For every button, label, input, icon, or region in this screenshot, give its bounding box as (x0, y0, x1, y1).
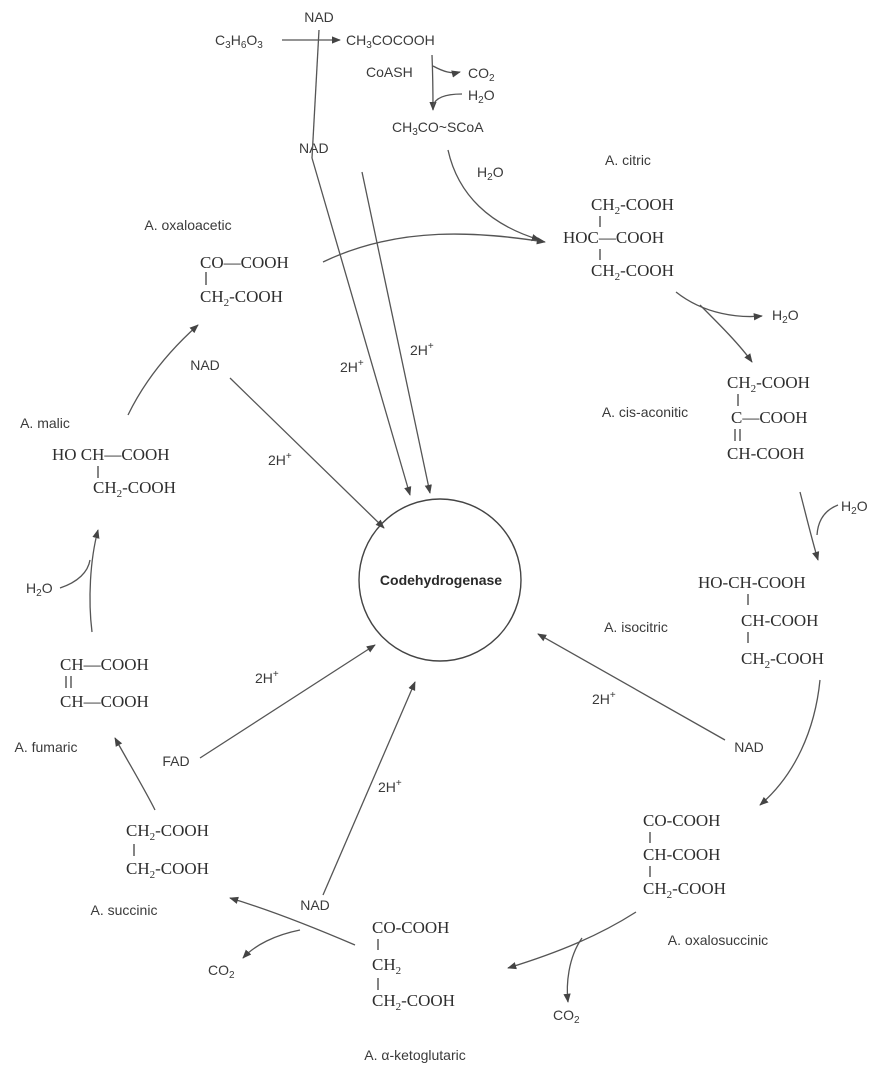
malic-h: 2H+ (268, 451, 292, 468)
ketoglutaric-l2: CH2 (372, 955, 401, 977)
pyruvate-formula: CH3COCOOH (346, 32, 435, 51)
succinic-l1: CH2-COOH (126, 821, 209, 843)
citric-to-aconitic-arrow (699, 304, 753, 363)
oxaloacetic-l1: CO—COOH (200, 253, 289, 272)
arrow-to-acetyl (429, 54, 437, 111)
nad-top-line (311, 29, 320, 159)
oxalosuccinic-to-ketoglutaric-arrow (507, 911, 637, 970)
isocitric-l3: CH2-COOH (741, 649, 824, 671)
nad-top-label: NAD (304, 9, 334, 25)
ketoglutaric-to-succinic-arrow (229, 896, 356, 946)
isocitric-nad: NAD (734, 739, 764, 755)
malic-nad: NAD (190, 357, 220, 373)
acetyl-coa-formula: CH3CO~SCoA (392, 119, 484, 138)
succinic-name: A. succinic (91, 902, 158, 918)
ketoglutaric-co2: CO2 (208, 962, 235, 981)
malic-l2: CH2-COOH (93, 478, 176, 500)
h2o-second: H2O (477, 164, 504, 183)
oxalosuccinic-co2-arrow (563, 937, 583, 1003)
nad-second-label: NAD (299, 140, 329, 156)
succinic-l2: CH2-COOH (126, 859, 209, 881)
fumaric-l2: CH—COOH (60, 692, 149, 711)
hydrogen-arrow-top (361, 171, 432, 494)
h-top-1: 2H+ (340, 358, 364, 375)
codehydrogenase-circle (358, 498, 522, 662)
aconitic-name: A. cis-aconitic (602, 404, 688, 420)
aconitic-l1: CH2-COOH (727, 373, 810, 395)
malic-nad-to-center-arrow (229, 377, 385, 529)
center-label: Codehydrogenase (380, 572, 502, 588)
citric-h2o: H2O (772, 307, 799, 326)
succinic-fad: FAD (162, 753, 189, 769)
aconitic-to-isocitric-arrow (799, 491, 820, 561)
citric-h2o-arrow (675, 291, 763, 321)
ketoglutaric-l1: CO-COOH (372, 918, 449, 937)
oxaloacetic-l2: CH2-COOH (200, 287, 283, 309)
malic-l1: HO CH—COOH (52, 445, 170, 464)
oxaloacetic-name: A. oxaloacetic (144, 217, 231, 233)
ketoglutaric-h: 2H+ (378, 778, 402, 795)
fumaric-to-malic-arrow (89, 529, 100, 633)
h2o-top-curve (432, 93, 463, 107)
ketoglutaric-l3: CH2-COOH (372, 991, 455, 1013)
oxalosuccinic-l1: CO-COOH (643, 811, 720, 830)
isocitric-l2: CH-COOH (741, 611, 818, 630)
co2-top: CO2 (468, 65, 495, 84)
aconitic-h2o-curve (816, 504, 839, 536)
nad-to-center-arrow (311, 157, 412, 496)
oxalosuccinic-l2: CH-COOH (643, 845, 720, 864)
coash-label: CoASH (366, 64, 413, 80)
aconitic-l2: C—COOH (731, 408, 808, 427)
malic-to-oxaloacetic-arrow (127, 324, 199, 416)
citric-l1: CH2-COOH (591, 195, 674, 217)
fumaric-l1: CH—COOH (60, 655, 149, 674)
aconitic-h2o: H2O (841, 498, 868, 517)
isocitric-nad-to-center-arrow (537, 633, 726, 741)
oxalosuccinic-name: A. oxalosuccinic (668, 932, 768, 948)
fad-to-center-arrow (199, 644, 376, 759)
isocitric-to-oxalosuccinic-arrow (759, 679, 821, 806)
succinic-h: 2H+ (255, 669, 279, 686)
ketoglutaric-nad-to-center-arrow (322, 681, 416, 896)
aconitic-l3: CH-COOH (727, 444, 804, 463)
isocitric-h: 2H+ (592, 690, 616, 707)
oxaloacetic-to-citric-arrow (322, 233, 546, 263)
c3h6o3-formula: C3H6O3 (215, 32, 263, 51)
oxalosuccinic-l3: CH2-COOH (643, 879, 726, 901)
ketoglutaric-co2-arrow (242, 929, 301, 959)
malic-name: A. malic (20, 415, 70, 431)
isocitric-name: A. isocitric (604, 619, 668, 635)
citric-l2: HOC—COOH (563, 228, 664, 247)
succinic-to-fumaric-arrow (114, 737, 156, 811)
isocitric-l1: HO-CH-COOH (698, 573, 806, 592)
co2-release-arrow (432, 65, 461, 78)
h2o-top: H2O (468, 87, 495, 106)
citric-name: A. citric (605, 152, 651, 168)
citric-l3: CH2-COOH (591, 261, 674, 283)
acetyl-to-citric-arrow (447, 149, 541, 242)
fumaric-name: A. fumaric (14, 739, 77, 755)
ketoglutaric-nad: NAD (300, 897, 330, 913)
ketoglutaric-name: A. α-ketoglutaric (364, 1047, 465, 1063)
oxalosuccinic-co2: CO2 (553, 1007, 580, 1026)
fumaric-h2o: H2O (26, 580, 53, 599)
h-top-2: 2H+ (410, 341, 434, 358)
fumaric-h2o-curve (59, 559, 91, 589)
